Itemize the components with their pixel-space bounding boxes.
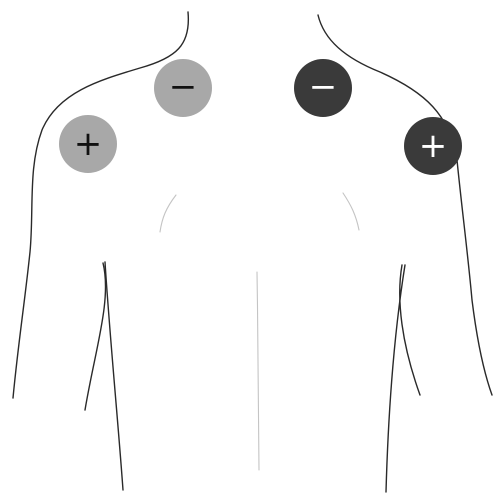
minus-sign-icon: − <box>169 67 198 107</box>
electrode-disc <box>154 59 212 117</box>
right-torso-side-line <box>385 264 406 493</box>
chest-detail-lines <box>159 192 360 471</box>
right-chest-curve <box>342 192 360 231</box>
electrode-left-positive: + <box>59 115 117 173</box>
electrode-disc <box>294 59 352 117</box>
left-inner-arm-line <box>84 262 107 411</box>
plus-sign-icon: + <box>74 124 103 164</box>
left-torso-side-line <box>104 261 124 491</box>
right-inner-arm-line <box>399 264 421 396</box>
plus-sign-icon: + <box>419 126 448 166</box>
electrode-left-negative: − <box>154 59 212 117</box>
minus-sign-icon: − <box>309 67 338 107</box>
body-outline <box>12 11 493 493</box>
sternum-line <box>256 271 260 471</box>
left-neck-shoulder-line <box>12 11 190 399</box>
electrode-disc <box>404 117 462 175</box>
electrode-right-negative: − <box>294 59 352 117</box>
electrode-right-positive: + <box>404 117 462 175</box>
electrode-disc <box>59 115 117 173</box>
left-chest-curve <box>159 194 177 233</box>
